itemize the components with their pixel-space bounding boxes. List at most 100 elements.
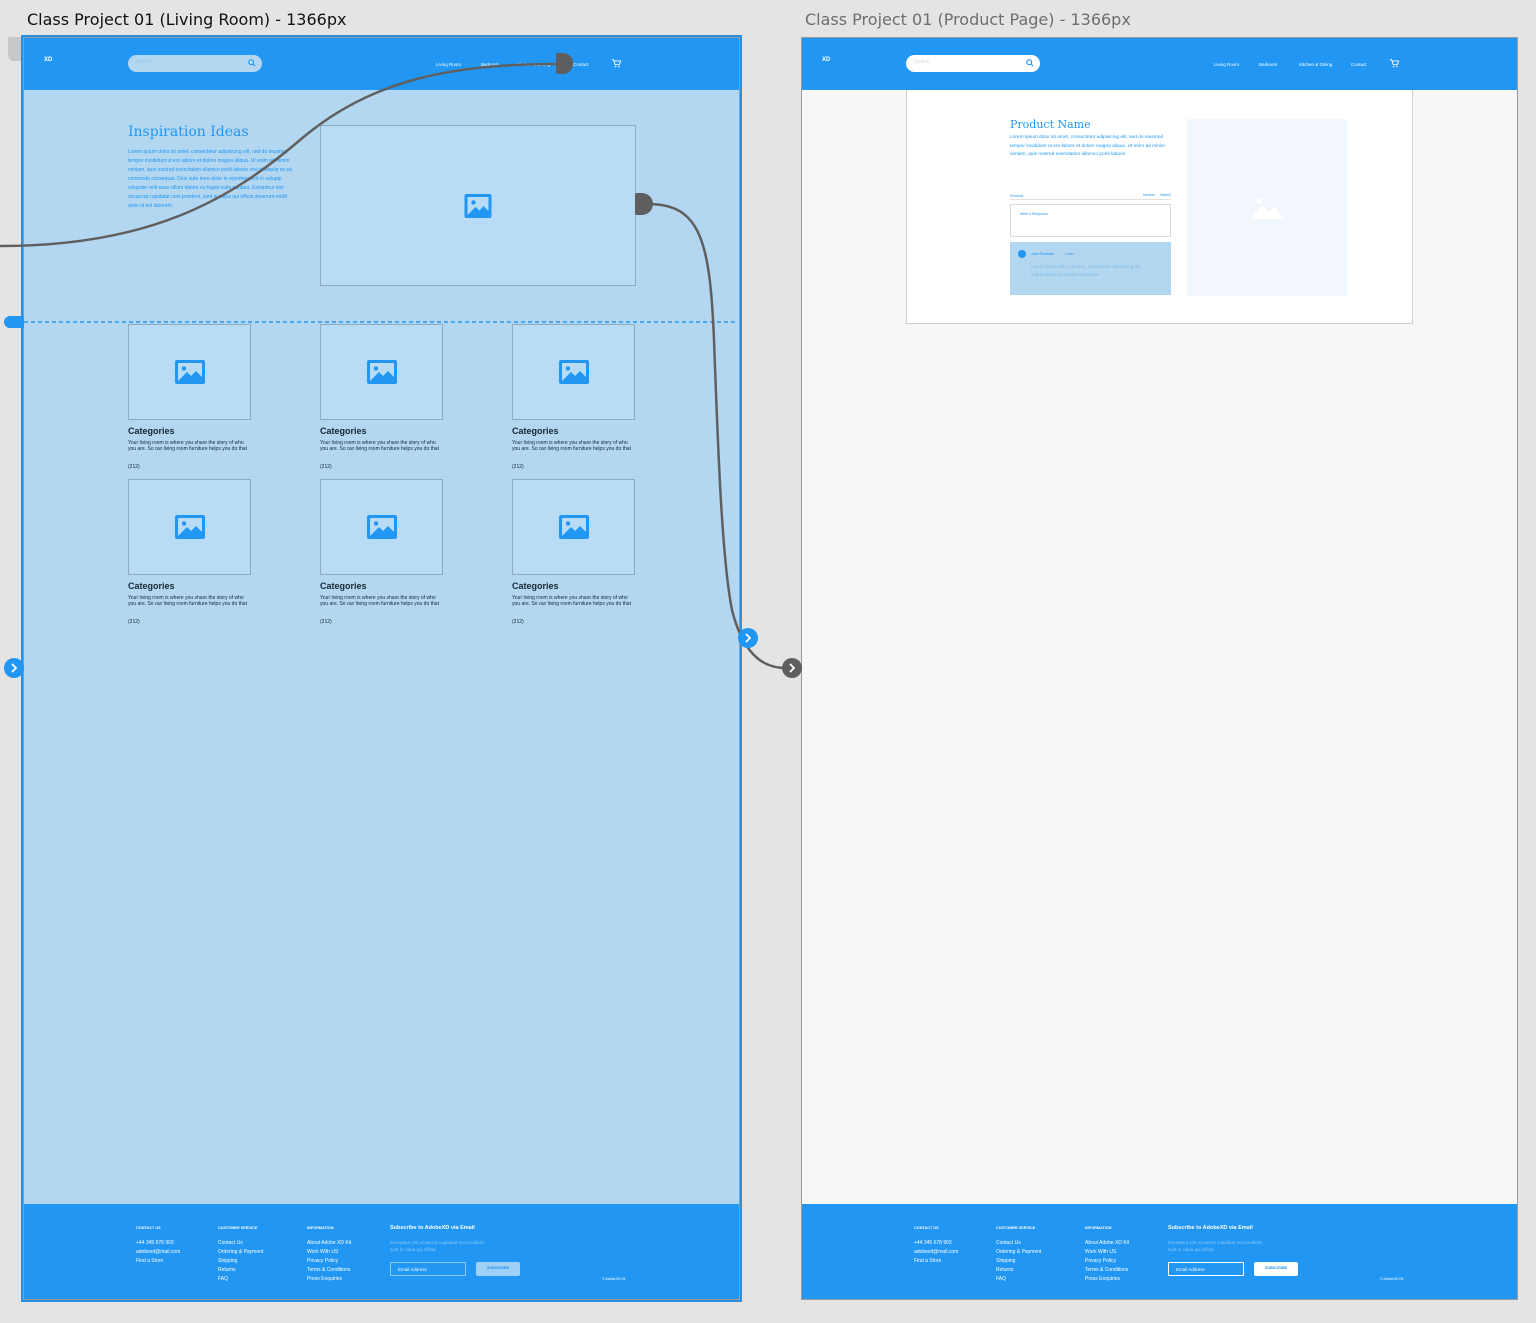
prototype-arrow-icon[interactable] — [4, 658, 24, 678]
artboard-product-page[interactable]: XD Search Living Room Bedroom Kitchen & … — [801, 37, 1518, 1300]
category-image[interactable] — [128, 479, 251, 575]
nav-link-contact[interactable]: Contact — [573, 62, 589, 67]
category-title: Categories — [128, 426, 175, 436]
prototype-target-arrow-icon[interactable] — [782, 658, 802, 678]
hero-title: Inspiration Ideas — [128, 124, 249, 140]
footer-link[interactable]: FAQ — [996, 1276, 1007, 1282]
footer-link[interactable]: Shipping — [996, 1258, 1016, 1264]
footer-link[interactable]: Contact Us — [996, 1240, 1021, 1246]
nav-link-bedroom[interactable]: Bedroom — [481, 62, 500, 67]
email-field[interactable]: Email Address — [1168, 1262, 1244, 1276]
artboard-living-room[interactable]: XD Search Living Room Bedroom Kitchen & … — [21, 35, 742, 1302]
comment-placeholder: Write a Response — [1020, 212, 1048, 216]
footer-link[interactable]: Privacy Policy — [307, 1258, 339, 1264]
cart-icon[interactable] — [611, 58, 621, 68]
product-description: Lorem ipsum dolor sit amet, consectetur … — [1010, 135, 1165, 157]
nav-link-living-room[interactable]: Living Room — [1214, 62, 1240, 67]
review-text: Lorem ipsum dolor sit amet, consectetur … — [1031, 264, 1142, 277]
reviews-tab-newest[interactable]: Newest — [1143, 193, 1155, 197]
nav-link-living-room[interactable]: Living Room — [436, 62, 462, 67]
nav-link-kitchen-dining[interactable]: Kitchen & Dining — [517, 62, 551, 67]
footer-link[interactable]: Work With US — [307, 1249, 339, 1255]
review-card: Jane Reviewer 1 min Lorem ipsum dolor si… — [1010, 242, 1171, 295]
footer-link[interactable]: Ordering & Payment — [218, 1249, 264, 1255]
footer-link[interactable]: About Adobe XD Kit — [307, 1240, 352, 1246]
footer-link[interactable]: Ordering & Payment — [996, 1249, 1042, 1255]
footer-heading-contact: CONTACT US — [914, 1226, 939, 1230]
wire-connector-handle[interactable] — [635, 193, 653, 215]
comment-input[interactable]: Write a Response — [1010, 204, 1171, 237]
category-image[interactable] — [512, 324, 635, 420]
category-description: Your living room is where you share the … — [320, 595, 439, 607]
cart-icon[interactable] — [1389, 58, 1399, 68]
footer-link[interactable]: +44 345 678 903 — [914, 1240, 952, 1246]
footer-link[interactable]: adobexd@mail.com — [136, 1249, 181, 1255]
footer-link[interactable]: Returns — [996, 1267, 1014, 1273]
footer-link[interactable]: +44 345 678 903 — [136, 1240, 174, 1246]
footer-subscribe-heading: Subscribe to AdobeXD via Email — [390, 1225, 475, 1231]
search-icon[interactable] — [1026, 59, 1034, 67]
image-icon — [558, 360, 589, 384]
search-input[interactable]: Search — [906, 55, 1040, 72]
email-placeholder: Email Address — [398, 1267, 427, 1272]
footer-subscribe-text: Excepteur sint occaecat cupidatat non pr… — [1168, 1240, 1263, 1252]
image-icon — [174, 515, 205, 539]
email-field[interactable]: Email Address — [390, 1262, 466, 1276]
avatar — [1018, 250, 1026, 258]
category-image[interactable] — [320, 479, 443, 575]
footer-link[interactable]: Find a Store — [136, 1258, 164, 1264]
footer-link[interactable]: Work With US — [1085, 1249, 1117, 1255]
category-count: (212) — [128, 619, 140, 625]
image-icon — [174, 360, 205, 384]
footer-link[interactable]: adobexd@mail.com — [914, 1249, 959, 1255]
footer-heading-info: INFORMATION — [307, 1226, 334, 1230]
subscribe-button[interactable]: SUBSCRIBE — [476, 1262, 520, 1276]
logo[interactable]: XD — [44, 57, 53, 63]
footer-heading-service: CUSTOMER SERVICE — [218, 1226, 258, 1230]
nav-link-kitchen-dining[interactable]: Kitchen & Dining — [1299, 62, 1333, 67]
artboard-title-product-page[interactable]: Class Project 01 (Product Page) - 1366px — [805, 10, 1131, 29]
footer-link[interactable]: Terms & Conditions — [307, 1267, 351, 1273]
footer-link[interactable]: About Adobe XD Kit — [1085, 1240, 1130, 1246]
search-icon[interactable] — [248, 59, 256, 67]
email-placeholder: Email Address — [1176, 1267, 1205, 1272]
logo[interactable]: XD — [822, 57, 831, 63]
search-input[interactable]: Search — [128, 55, 262, 72]
nav-bar: XD Search Living Room Bedroom Kitchen & … — [802, 38, 1517, 90]
footer-link[interactable]: Privacy Policy — [1085, 1258, 1117, 1264]
category-image[interactable] — [512, 479, 635, 575]
footer-link[interactable]: Press Enquiries — [307, 1276, 343, 1282]
footer-link[interactable]: Contact Us — [218, 1240, 243, 1246]
category-image[interactable] — [128, 324, 251, 420]
footer-link[interactable]: Returns — [218, 1267, 236, 1273]
footer-link[interactable]: Terms & Conditions — [1085, 1267, 1129, 1273]
footer-link[interactable]: Shipping — [218, 1258, 238, 1264]
footer-link[interactable]: Press Enquiries — [1085, 1276, 1121, 1282]
category-title: Categories — [512, 581, 559, 591]
subscribe-button[interactable]: SUBSCRIBE — [1254, 1262, 1298, 1276]
artboard-edge-tab — [8, 37, 22, 61]
copyright: © AdobeXD Kit — [1380, 1277, 1404, 1281]
product-image-placeholder[interactable] — [1187, 119, 1347, 296]
prototype-arrow-icon[interactable] — [738, 628, 758, 648]
nav-link-bedroom[interactable]: Bedroom — [1259, 62, 1278, 67]
category-count: (212) — [320, 464, 332, 470]
category-image[interactable] — [320, 324, 443, 420]
scroll-marker-handle[interactable] — [4, 316, 24, 328]
copyright: © AdobeXD Kit — [602, 1277, 626, 1281]
footer-link[interactable]: FAQ — [218, 1276, 229, 1282]
category-description: Your living room is where you share the … — [512, 595, 631, 607]
nav-link-contact[interactable]: Contact — [1351, 62, 1367, 67]
category-count: (212) — [128, 464, 140, 470]
reviews-tab-helpful[interactable]: Helpful — [1160, 193, 1171, 197]
footer-link[interactable]: Find a Store — [914, 1258, 942, 1264]
hero-image-placeholder[interactable] — [320, 125, 636, 286]
category-title: Categories — [128, 581, 175, 591]
wire-connector-handle[interactable] — [556, 53, 573, 74]
category-title: Categories — [512, 426, 559, 436]
category-description: Your living room is where you share the … — [128, 440, 247, 452]
artboard-title-living-room[interactable]: Class Project 01 (Living Room) - 1366px — [27, 10, 347, 29]
hero-body: Lorem ipsum dolor sit amet, consectetur … — [128, 149, 292, 209]
image-icon — [1250, 198, 1284, 219]
category-description: Your living room is where you share the … — [512, 440, 631, 452]
